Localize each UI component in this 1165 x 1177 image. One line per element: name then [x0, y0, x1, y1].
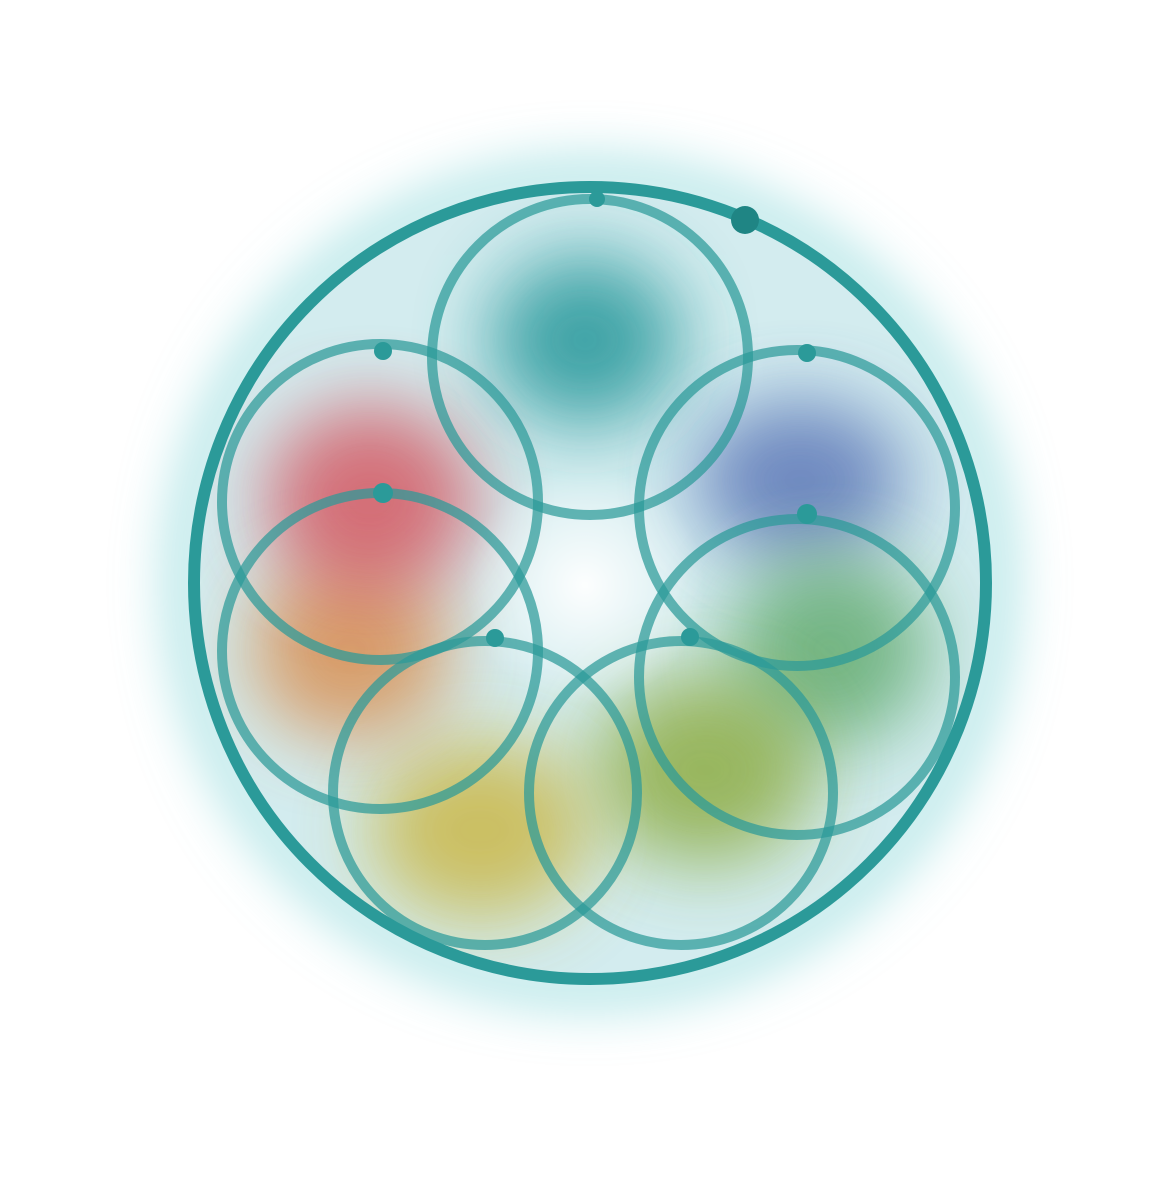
petal-upper-left-blob	[265, 405, 475, 595]
petal-lower-right-blob	[730, 555, 930, 745]
ring-node	[731, 206, 759, 234]
petal-bottom-left-blob	[370, 740, 590, 920]
ring-node	[374, 342, 392, 360]
color-blobs	[250, 255, 930, 920]
petal-lower-right-ring	[634, 514, 960, 840]
ring-node	[373, 483, 393, 503]
ring-node	[486, 629, 504, 647]
ring-node	[589, 191, 605, 207]
petal-lower-left-blob	[250, 560, 450, 740]
ring-node	[681, 628, 699, 646]
petal-upper-right-ring	[634, 345, 960, 671]
ring-nodes	[373, 191, 817, 647]
outer-ring	[188, 181, 992, 985]
petal-bottom-left-ring	[328, 636, 642, 950]
ring-node	[798, 344, 816, 362]
petal-top-blob	[490, 255, 680, 425]
ring-node	[797, 504, 817, 524]
outer-glow	[173, 166, 1007, 1000]
petal-rings	[217, 194, 960, 950]
petal-upper-right-blob	[695, 400, 905, 560]
petal-bottom-right-ring	[524, 636, 838, 950]
